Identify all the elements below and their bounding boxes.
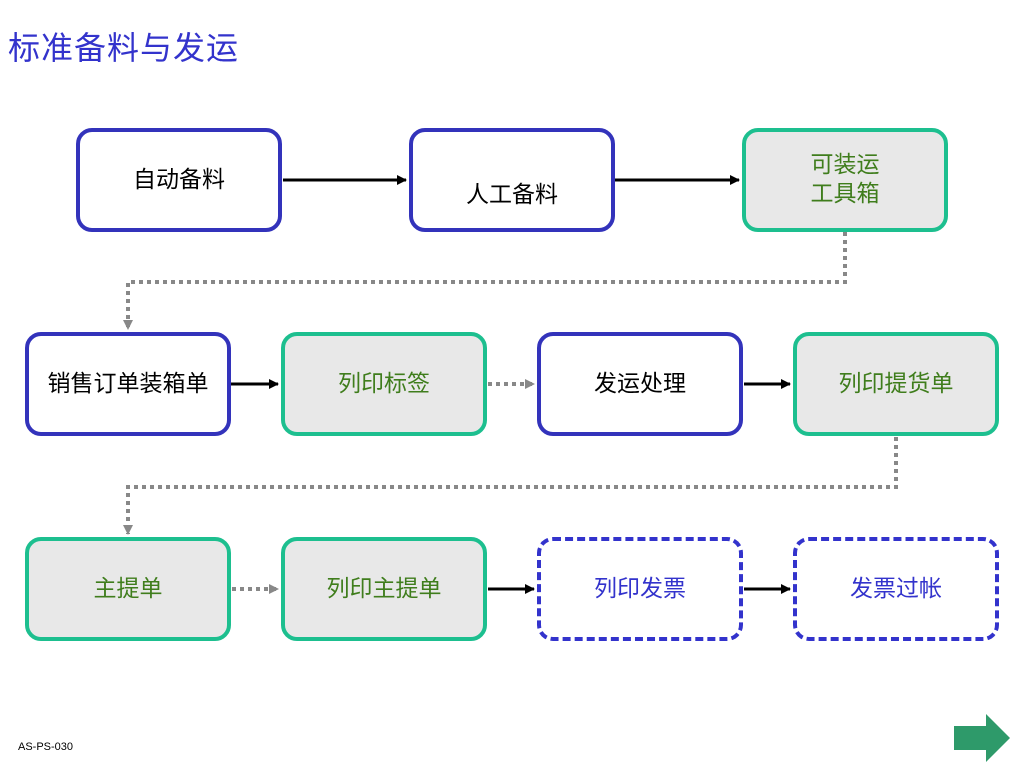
box-label: 列印发票 [594,575,686,602]
box-label: 发运处理 [594,370,686,397]
page-title: 标准备料与发运 [8,29,240,67]
box-manual-picking: 人工备料 [409,128,615,232]
box-print-label: 列印标签 [281,332,487,436]
box-ship-processing: 发运处理 [537,332,743,436]
box-label: 列印标签 [338,370,430,397]
slide-code: AS-PS-030 [18,741,74,753]
box-post-invoice: 发票过帐 [793,537,999,641]
box-print-master-bill: 列印主提单 [281,537,487,641]
dotted-arrow-print-bol-to-master-bol [123,437,898,535]
box-print-bill-of-lading: 列印提货单 [793,332,999,436]
box-print-invoice: 列印发票 [537,537,743,641]
dotted-arrow-toolbox-to-so-packing [123,232,847,330]
next-slide-arrow-icon[interactable] [952,712,1012,764]
box-shippable-toolbox: 可装运 工具箱 [742,128,948,232]
box-label: 主提单 [93,575,163,602]
box-label-line1: 可装运 [810,152,880,178]
box-label: 自动备料 [133,166,225,193]
box-label-line2: 工具箱 [810,181,880,207]
box-master-bill-of-lading: 主提单 [25,537,231,641]
box-auto-picking: 自动备料 [76,128,282,232]
box-sales-order-packing-list: 销售订单装箱单 [25,332,231,436]
box-label: 列印主提单 [326,575,442,602]
box-label: 列印提货单 [838,370,954,397]
box-label: 人工备料 [466,181,558,208]
box-label: 发票过帐 [850,575,942,602]
box-label: 销售订单装箱单 [47,370,209,397]
